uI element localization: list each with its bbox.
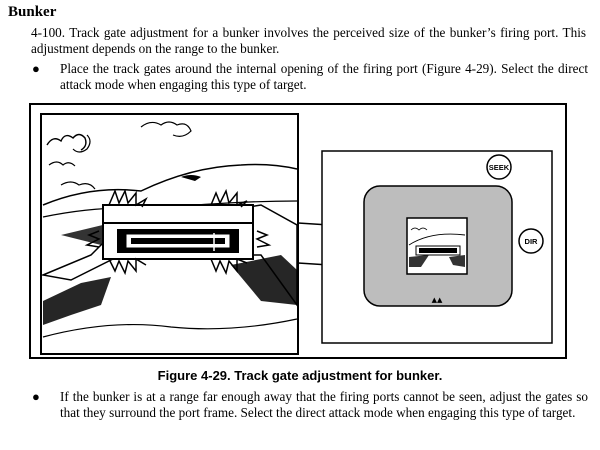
seek-button-label: SEEK: [489, 163, 510, 172]
bunker-closeup-panel: [40, 113, 299, 355]
seek-button: SEEK: [486, 154, 512, 180]
bullet-item-2: ● If the bunker is at a range far enough…: [32, 389, 588, 421]
figure-caption: Figure 4-29. Track gate adjustment for b…: [157, 368, 443, 383]
section-heading: Bunker: [8, 4, 57, 20]
dir-button: DIR: [518, 228, 544, 254]
bullet-icon: ●: [32, 61, 40, 76]
dir-button-label: DIR: [525, 237, 539, 246]
sight-display-panel: SEEK DIR ▲▲: [321, 150, 553, 344]
bullet-text-1: Place the track gates around the interna…: [60, 61, 588, 92]
bullet-item-1: ● Place the track gates around the inter…: [32, 61, 588, 93]
paragraph-4-100: 4-100. Track gate adjustment for a bunke…: [31, 25, 586, 56]
bullet-icon: ●: [32, 389, 40, 404]
indicator-icon: ▲▲: [432, 296, 443, 304]
figure-4-29: SEEK DIR ▲▲: [29, 103, 567, 359]
figure-illustration: SEEK DIR ▲▲: [40, 113, 553, 355]
bullet-text-2: If the bunker is at a range far enough a…: [60, 389, 588, 420]
